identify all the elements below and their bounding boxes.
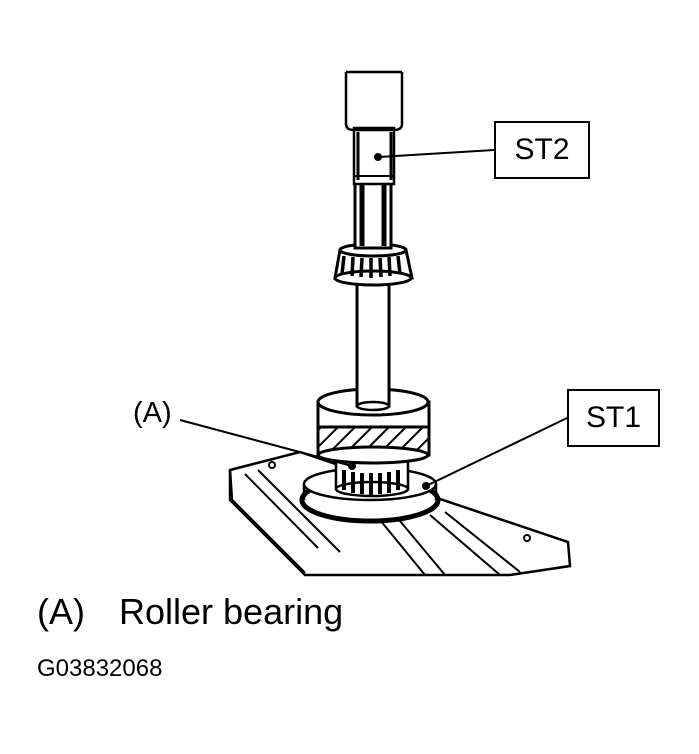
shaft <box>355 280 391 412</box>
legend-tag: (A) <box>37 591 85 632</box>
legend: (A) Roller bearing <box>37 594 343 630</box>
st2-leader <box>377 149 495 158</box>
st2-press-tool <box>344 70 404 250</box>
legend-text: Roller bearing <box>119 591 344 632</box>
a-leader <box>179 419 353 467</box>
gear <box>316 387 431 465</box>
upper-roller-bearing <box>333 242 414 287</box>
st2-callout: ST2 <box>494 121 590 179</box>
roller-bearing-callout: (A) <box>133 397 172 429</box>
st1-label: ST1 <box>585 401 642 434</box>
st1-leader <box>425 417 568 487</box>
st1-callout: ST1 <box>567 389 660 447</box>
st2-label: ST2 <box>514 133 570 166</box>
figure-code: G03832068 <box>37 655 163 682</box>
leader-lines <box>179 149 568 490</box>
